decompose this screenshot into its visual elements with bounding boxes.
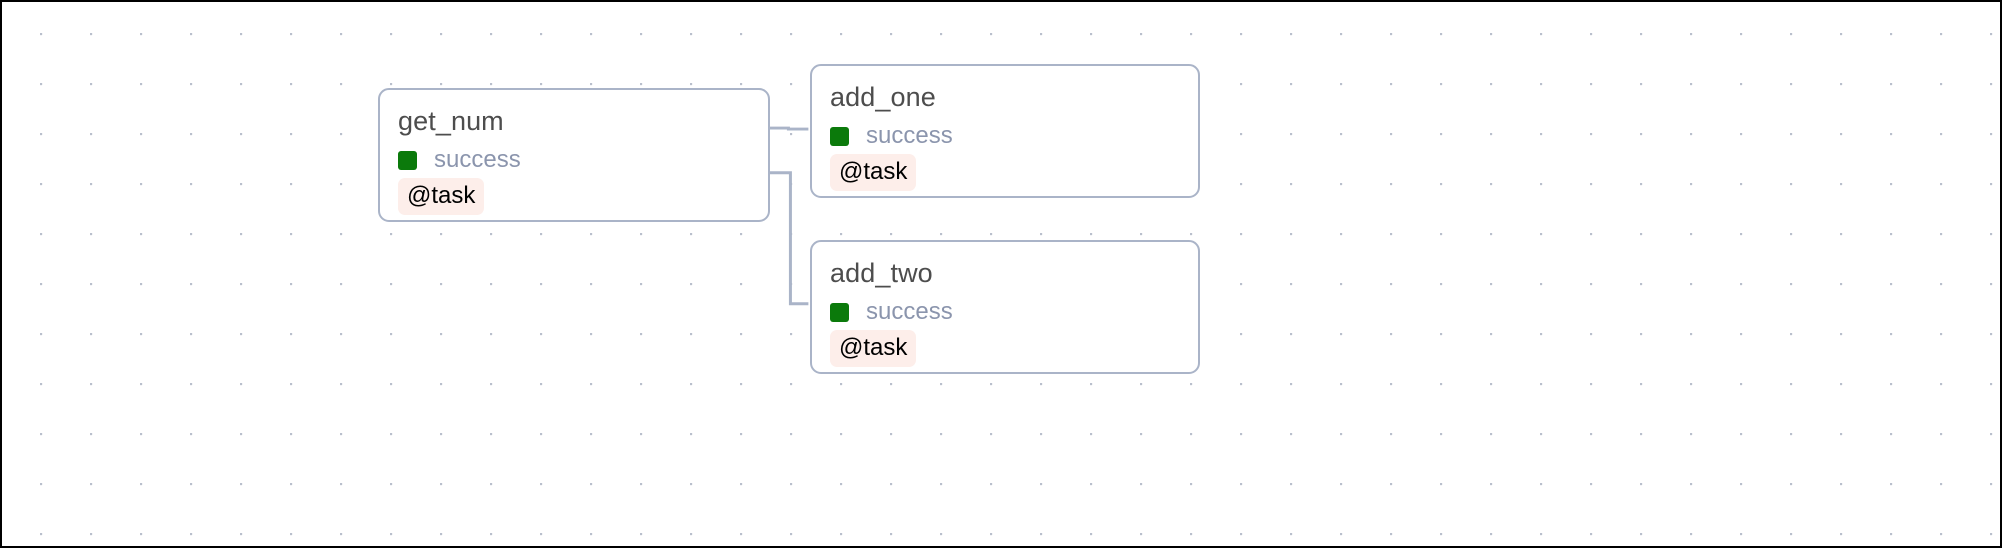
- node-status-row: success: [398, 146, 750, 174]
- node-add-one[interactable]: add_one success @task: [810, 64, 1200, 198]
- node-tag-badge: @task: [830, 330, 917, 367]
- edge-get_num-to-add_one: [768, 126, 809, 131]
- edge-get_num-to-add_two: [768, 171, 809, 306]
- green-square-status-icon: [830, 302, 849, 322]
- node-tag-row: @task: [398, 178, 750, 215]
- node-status-row: success: [830, 122, 1180, 150]
- node-add-two[interactable]: add_two success @task: [810, 240, 1200, 374]
- green-square-status-icon: [830, 126, 849, 146]
- green-square-status-icon: [398, 150, 417, 170]
- node-tag-row: @task: [830, 154, 1180, 191]
- node-status-label: success: [434, 146, 521, 173]
- node-title: add_one: [830, 82, 936, 112]
- node-tag-badge: @task: [398, 178, 485, 215]
- node-title: add_two: [830, 258, 933, 288]
- node-tag-badge: @task: [830, 154, 917, 191]
- node-title: get_num: [398, 106, 504, 136]
- node-tag-row: @task: [830, 330, 1180, 367]
- node-status-row: success: [830, 298, 1180, 326]
- node-status-label: success: [866, 122, 953, 149]
- node-status-label: success: [866, 298, 953, 325]
- node-get-num[interactable]: get_num success @task: [378, 88, 770, 222]
